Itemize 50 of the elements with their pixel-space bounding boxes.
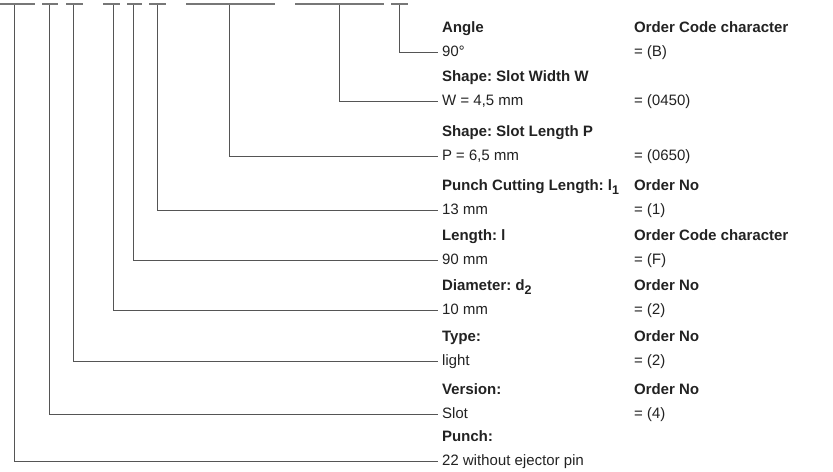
parameter-heading: Shape: Slot Length P xyxy=(442,122,593,142)
parameter-value: light xyxy=(442,351,470,371)
order-code-value: = (1) xyxy=(634,200,666,220)
order-code-value: = (B) xyxy=(634,42,667,62)
parameter-heading: Shape: Slot Width W xyxy=(442,67,589,87)
leader-line xyxy=(14,4,438,462)
fill-in-line xyxy=(149,3,166,5)
leader-line xyxy=(399,4,438,53)
parameter-value: 90 mm xyxy=(442,250,488,270)
parameter-heading: Version: xyxy=(442,380,502,400)
order-code-heading: Order No xyxy=(634,327,700,347)
leader-line xyxy=(157,4,438,211)
order-code-heading: Order No xyxy=(634,176,700,196)
leader-line xyxy=(229,4,438,157)
fill-in-line xyxy=(103,3,120,5)
order-code-heading: Order Code character xyxy=(634,226,788,246)
leader-line xyxy=(339,4,438,102)
fill-in-line xyxy=(0,3,35,5)
order-code-value: = (4) xyxy=(634,404,666,424)
fill-in-line xyxy=(42,3,58,5)
fill-in-line xyxy=(295,3,384,5)
fill-in-line xyxy=(391,3,408,5)
parameter-value: 90° xyxy=(442,42,465,62)
parameter-value: P = 6,5 mm xyxy=(442,146,519,166)
fill-in-line xyxy=(127,3,142,5)
parameter-value: W = 4,5 mm xyxy=(442,91,524,111)
parameter-heading: Angle xyxy=(442,18,484,38)
order-code-heading: Order No xyxy=(634,276,700,296)
leader-line xyxy=(133,4,438,261)
parameter-heading: Length: l xyxy=(442,226,506,246)
order-code-heading: Order Code character xyxy=(634,18,788,38)
parameter-heading: Punch Cutting Length: l$_{1}$ xyxy=(442,176,619,198)
order-code-value: = (2) xyxy=(634,351,666,371)
parameter-value: Slot xyxy=(442,404,468,424)
order-code-value: = (2) xyxy=(634,300,666,320)
order-code-heading: Order No xyxy=(634,380,700,400)
order-code-value: = (0650) xyxy=(634,146,690,166)
leader-line xyxy=(49,4,438,415)
leader-line xyxy=(73,4,438,362)
parameter-heading: Punch: xyxy=(442,427,493,447)
parameter-value: 13 mm xyxy=(442,200,488,220)
leader-line xyxy=(113,4,438,311)
fill-in-line xyxy=(66,3,83,5)
order-code-value: = (0450) xyxy=(634,91,690,111)
parameter-heading: Diameter: d$_{2}$ xyxy=(442,276,532,298)
parameter-heading: Type: xyxy=(442,327,481,347)
fill-in-line xyxy=(186,3,275,5)
parameter-value: 22 without ejector pin xyxy=(442,451,584,471)
parameter-value: 10 mm xyxy=(442,300,488,320)
order-code-value: = (F) xyxy=(634,250,666,270)
